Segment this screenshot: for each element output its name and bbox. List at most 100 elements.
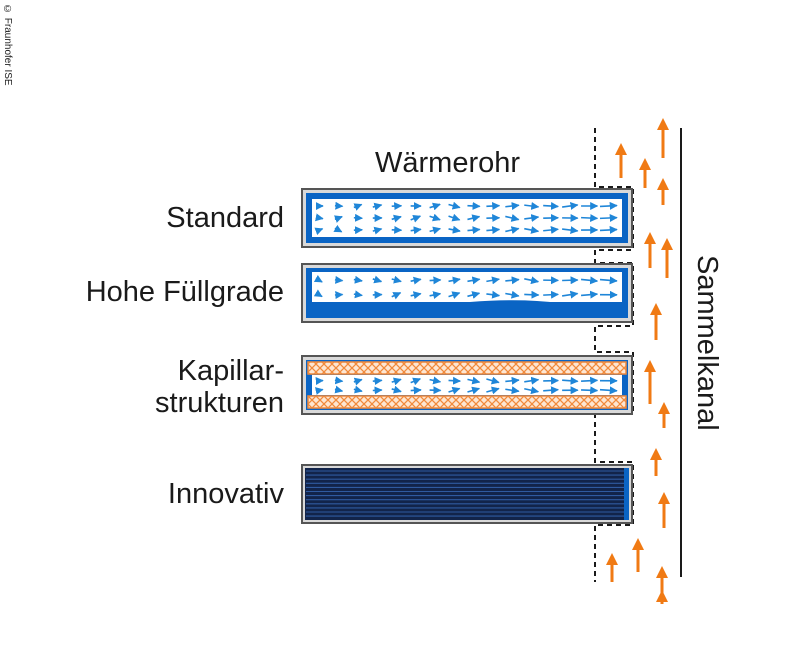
heat-arrow-icon xyxy=(657,178,669,205)
flow-arrow-icon xyxy=(448,225,461,234)
flow-arrow-icon xyxy=(486,226,501,235)
flow-arrow-icon xyxy=(524,276,540,285)
channel-left-wall xyxy=(594,128,634,582)
pipe-core xyxy=(305,468,629,520)
flow-arrow-icon xyxy=(467,201,481,210)
flow-arrow-icon xyxy=(353,275,363,284)
heat-arrow-icon xyxy=(632,538,644,572)
flow-arrow-icon xyxy=(486,290,501,299)
flow-arrow-icon xyxy=(486,386,500,395)
flow-arrow-icon xyxy=(581,214,599,223)
flow-arrow-icon xyxy=(448,291,461,299)
heat-pipe-title: Wärmerohr xyxy=(375,147,521,179)
flow-arrow-icon xyxy=(524,290,540,299)
flow-arrow-icon xyxy=(314,227,324,236)
heat-arrow-icon xyxy=(615,143,627,178)
flow-arrow-icon xyxy=(505,276,520,285)
copyright-notice: © Fraunhofer ISE xyxy=(2,4,13,86)
heat-arrow-icon xyxy=(656,590,668,604)
flow-arrow-icon xyxy=(391,275,402,284)
flow-arrow-icon xyxy=(524,376,540,385)
heat-pipe-innovativ xyxy=(301,464,633,524)
flow-arrow-icon xyxy=(543,290,559,299)
flow-arrow-icon xyxy=(524,386,540,395)
flow-arrow-icon xyxy=(410,226,422,235)
flow-arrow-icon xyxy=(467,376,481,385)
flow-arrow-icon xyxy=(562,226,579,235)
heat-arrow-icon xyxy=(606,553,618,582)
flow-arrow-icon xyxy=(467,386,481,395)
flow-arrow-icon xyxy=(313,274,323,283)
flow-arrow-icon xyxy=(505,226,520,234)
heat-arrow-icon xyxy=(658,492,670,528)
flow-arrow-icon xyxy=(410,291,422,300)
heat-pipe-hohe-fuellgrade xyxy=(301,263,633,323)
flow-arrow-icon xyxy=(524,202,540,210)
flow-arrow-icon xyxy=(353,203,363,211)
heat-arrow-icon xyxy=(661,238,673,278)
flow-arrow-icon xyxy=(486,376,500,385)
flow-arrow-icon xyxy=(599,213,618,222)
flow-arrow-icon xyxy=(333,224,343,233)
flow-arrow-icon xyxy=(543,225,559,234)
flow-arrow-icon xyxy=(334,385,344,394)
flow-arrow-icon xyxy=(429,213,441,222)
heat-arrow-icon xyxy=(639,158,651,188)
flow-arrow-icon xyxy=(429,226,442,235)
row-label-kapillar-line2: strukturen xyxy=(155,387,284,419)
flow-arrow-icon xyxy=(429,202,441,211)
flow-arrow-icon xyxy=(313,289,323,298)
flow-arrow-icon xyxy=(543,202,559,211)
collector-channel-label: Sammelkanal xyxy=(691,255,723,431)
row-label-kapillar-line1: Kapillar- xyxy=(177,355,284,387)
flow-arrow-icon xyxy=(334,275,344,284)
flow-arrow-icon xyxy=(562,201,579,210)
heat-arrow-icon xyxy=(644,360,656,404)
flow-arrow-icon xyxy=(314,387,324,395)
row-label-standard: Standard xyxy=(166,202,284,234)
flow-arrow-icon xyxy=(599,225,618,234)
flow-arrow-icon xyxy=(333,215,343,223)
row-label-innovativ: Innovativ xyxy=(167,478,284,510)
flow-arrow-icon xyxy=(391,377,402,386)
flow-arrow-icon xyxy=(581,376,599,385)
flow-arrow-icon xyxy=(353,290,363,299)
heat-arrow-icon xyxy=(650,448,662,476)
flow-arrow-icon xyxy=(599,276,618,285)
capillary-layer-bottom xyxy=(307,395,627,409)
flow-arrow-icon xyxy=(562,376,579,385)
flow-arrow-icon xyxy=(467,214,481,223)
heat-pipe-kapillar xyxy=(301,355,633,415)
flow-arrow-icon xyxy=(543,386,559,395)
pipe-interior xyxy=(312,272,622,302)
flow-arrow-icon xyxy=(524,226,540,234)
pipe-interior xyxy=(312,375,622,395)
flow-arrow-icon xyxy=(372,377,383,385)
flow-arrow-icon xyxy=(410,276,422,285)
flow-arrow-icon xyxy=(372,275,383,284)
heat-arrow-icon xyxy=(657,118,669,158)
flow-arrow-icon xyxy=(524,214,540,222)
flow-arrow-icon xyxy=(448,386,461,395)
heat-arrow-icon xyxy=(650,303,662,340)
flow-arrow-icon xyxy=(486,276,500,285)
flow-arrow-icon xyxy=(580,290,599,299)
flow-arrow-icon xyxy=(410,386,422,395)
flow-arrow-icon xyxy=(505,202,520,211)
heat-arrow-icon xyxy=(644,232,656,268)
flow-arrow-icon xyxy=(448,213,461,222)
flow-arrow-icon xyxy=(467,276,481,285)
flow-arrow-icon xyxy=(467,226,481,235)
flow-arrow-icon xyxy=(448,201,461,210)
pipe-end xyxy=(624,468,629,520)
heat-pipe-standard xyxy=(301,188,633,248)
flow-arrow-icon xyxy=(391,385,402,394)
flow-arrow-icon xyxy=(467,291,481,299)
flow-arrow-icon xyxy=(410,377,422,386)
flow-arrow-icon xyxy=(505,214,520,222)
flow-arrow-icon xyxy=(562,290,579,299)
flow-arrow-icon xyxy=(581,386,599,395)
flow-arrow-icon xyxy=(599,201,618,210)
flow-arrow-icon xyxy=(391,214,402,223)
